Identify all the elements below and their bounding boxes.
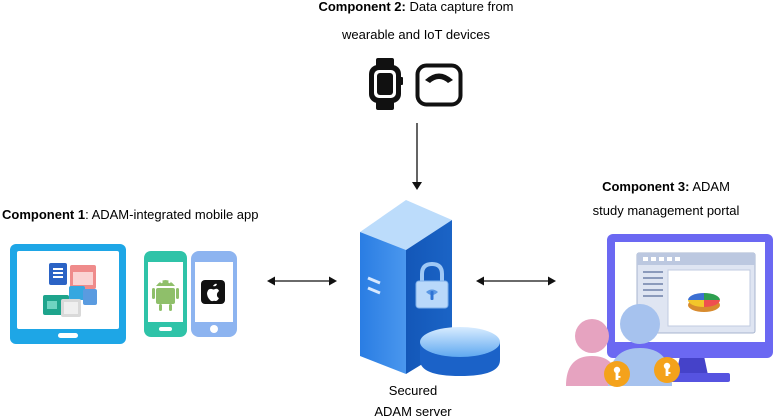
component-3-label-bold: Component 3: <box>602 179 690 194</box>
component-2-subtitle: wearable and IoT devices <box>342 27 490 42</box>
component-3-subtitle: study management portal <box>592 203 740 218</box>
arrow-server-portal <box>476 275 556 287</box>
server-label-line1: Secured <box>388 383 438 398</box>
tablet-icon <box>9 243 127 345</box>
smart-scale-icon <box>415 63 463 107</box>
component-1-label-rest: : ADAM-integrated mobile app <box>85 207 259 222</box>
component-3-title: Component 3: ADAM <box>578 179 754 195</box>
database-disk-icon <box>419 326 501 378</box>
component-2-label-rest: Data capture from <box>405 0 514 14</box>
server-label-line2: ADAM server <box>374 404 452 419</box>
component-1-title: Component 1: ADAM-integrated mobile app <box>2 207 259 223</box>
component-2-title: Component 2: Data capture from <box>300 0 532 15</box>
component-1-label-bold: Component 1 <box>2 207 86 222</box>
smartwatch-icon <box>367 57 403 111</box>
component-3-label-rest: ADAM <box>689 179 730 194</box>
arrow-mobile-server <box>267 275 337 287</box>
lock-icon <box>414 262 450 310</box>
arrow-devices-to-server <box>410 123 424 191</box>
users-icon <box>564 300 704 390</box>
component-2-label-bold: Component 2: <box>318 0 406 14</box>
iphone-icon <box>190 250 238 338</box>
android-phone-icon <box>143 250 188 338</box>
